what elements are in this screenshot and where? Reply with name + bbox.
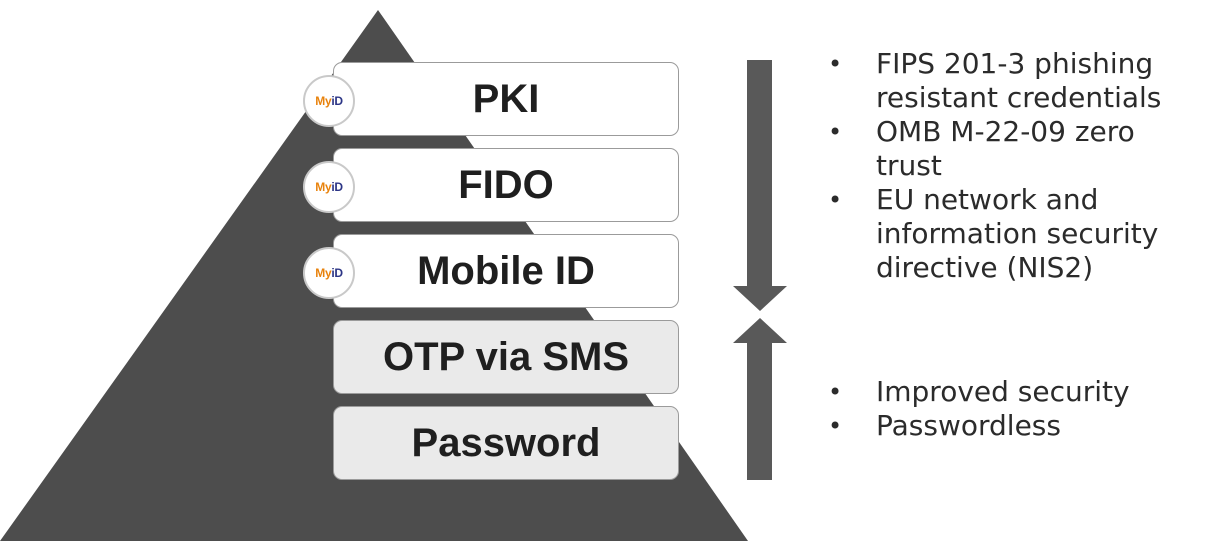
regulation-item-continued: resistant credentials	[828, 81, 1161, 115]
regulation-item-continued: trust	[828, 149, 1161, 183]
regulation-text: FIPS 201-3 phishing	[876, 47, 1154, 80]
regulation-item-continued: directive (NIS2)	[828, 251, 1161, 285]
up-arrow-icon	[733, 318, 787, 480]
myid-logo-my-text: My	[315, 180, 332, 194]
tier-label-mobile-id: Mobile ID	[417, 248, 595, 293]
tier-password: Password	[333, 406, 679, 480]
tier-label-pki: PKI	[472, 76, 540, 121]
regulation-item: OMB M-22-09 zero	[828, 115, 1161, 149]
regulation-item-continued: information security	[828, 217, 1161, 251]
regulation-item: EU network and	[828, 183, 1161, 217]
benefits-list: Improved security Passwordless	[828, 375, 1130, 443]
tier-label-otp-via-sms: OTP via SMS	[382, 334, 629, 379]
regulation-text: information security	[876, 217, 1159, 250]
benefit-text: Improved security	[876, 375, 1130, 408]
myid-logo-my-text: My	[315, 266, 332, 280]
tier-mobile-id: Mobile ID	[333, 234, 679, 308]
tier-otp-via-sms: OTP via SMS	[333, 320, 679, 394]
myid-logo-id-text: iD	[331, 180, 343, 194]
regulation-text: OMB M-22-09 zero	[876, 115, 1135, 148]
benefit-text: Passwordless	[876, 409, 1061, 442]
regulation-text: trust	[876, 149, 942, 182]
regulation-text: EU network and	[876, 183, 1099, 216]
regulation-item: FIPS 201-3 phishing	[828, 47, 1161, 81]
myid-logo-id-text: iD	[331, 94, 343, 108]
regulation-text: resistant credentials	[876, 81, 1162, 114]
tier-label-password: Password	[411, 420, 601, 465]
myid-logo-my-text: My	[315, 94, 332, 108]
benefit-item: Passwordless	[828, 409, 1130, 443]
regulations-list: FIPS 201-3 phishing resistant credential…	[828, 47, 1161, 285]
tier-label-fido: FIDO	[458, 162, 554, 207]
myid-logo-id-text: iD	[331, 266, 343, 280]
down-arrow-icon	[733, 60, 787, 311]
benefit-item: Improved security	[828, 375, 1130, 409]
regulation-text: directive (NIS2)	[876, 251, 1094, 284]
